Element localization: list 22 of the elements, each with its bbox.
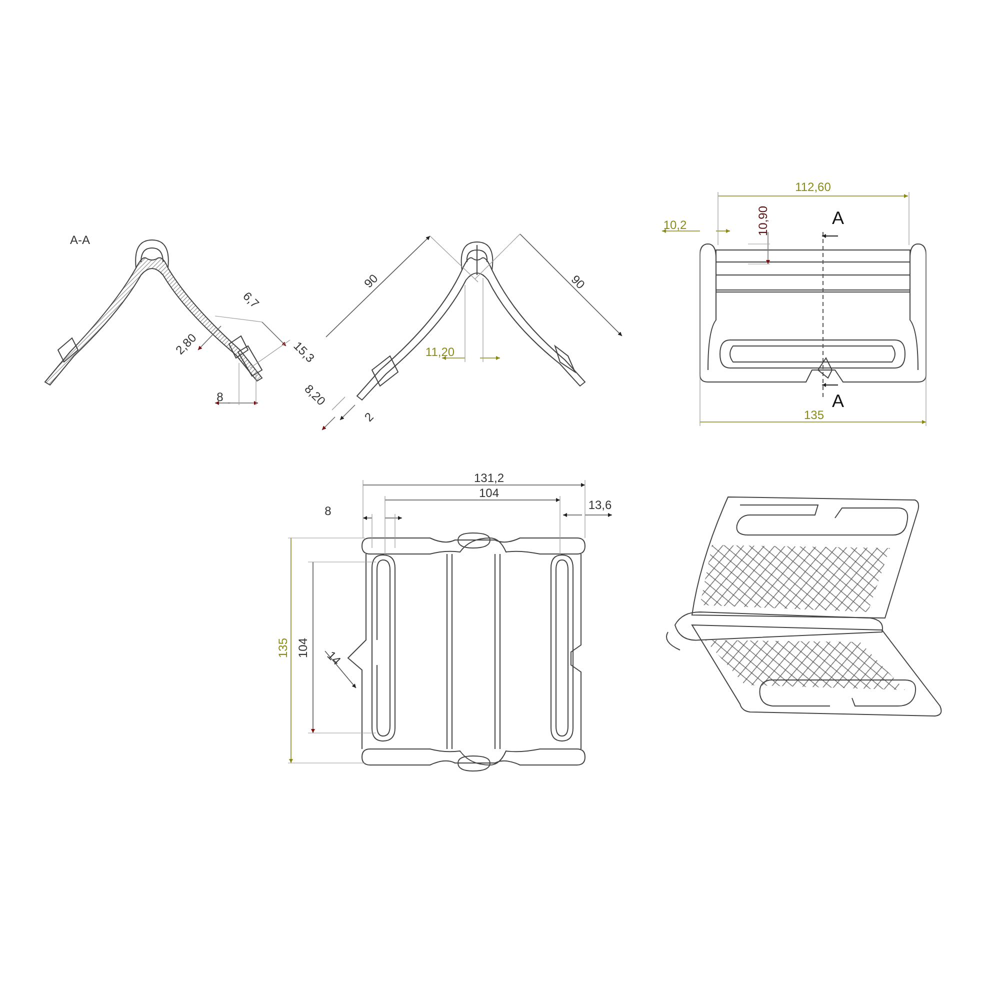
dimension-value: 8,20	[302, 382, 328, 408]
dimension-value: 90	[362, 272, 380, 290]
dimension-value: 90	[569, 273, 587, 291]
dimension-value: 10,90	[757, 206, 769, 236]
dimension-value: 15,3	[292, 340, 316, 364]
dimension-value: 135	[277, 638, 289, 658]
dimension-value: 14	[325, 649, 343, 667]
dimension-value: 10,2	[663, 219, 687, 231]
dimension-value: 131,2	[474, 472, 504, 484]
dimension-value: 104	[297, 638, 309, 658]
section-label: A-A	[70, 234, 90, 246]
dimension-value: 11,20	[425, 346, 455, 358]
section-marker-label: A	[832, 209, 844, 227]
dimension-value: 112,60	[795, 181, 831, 193]
dimension-value: 6,7	[240, 290, 262, 310]
dimension-value: 8	[216, 391, 224, 403]
dimension-value: 13,6	[588, 499, 612, 511]
dimension-value: 135	[804, 409, 824, 421]
dimension-value: 2	[362, 410, 376, 424]
dimension-value: 104	[478, 487, 500, 499]
dimension-value: 8	[324, 505, 332, 517]
section-marker-label: A	[832, 392, 844, 410]
